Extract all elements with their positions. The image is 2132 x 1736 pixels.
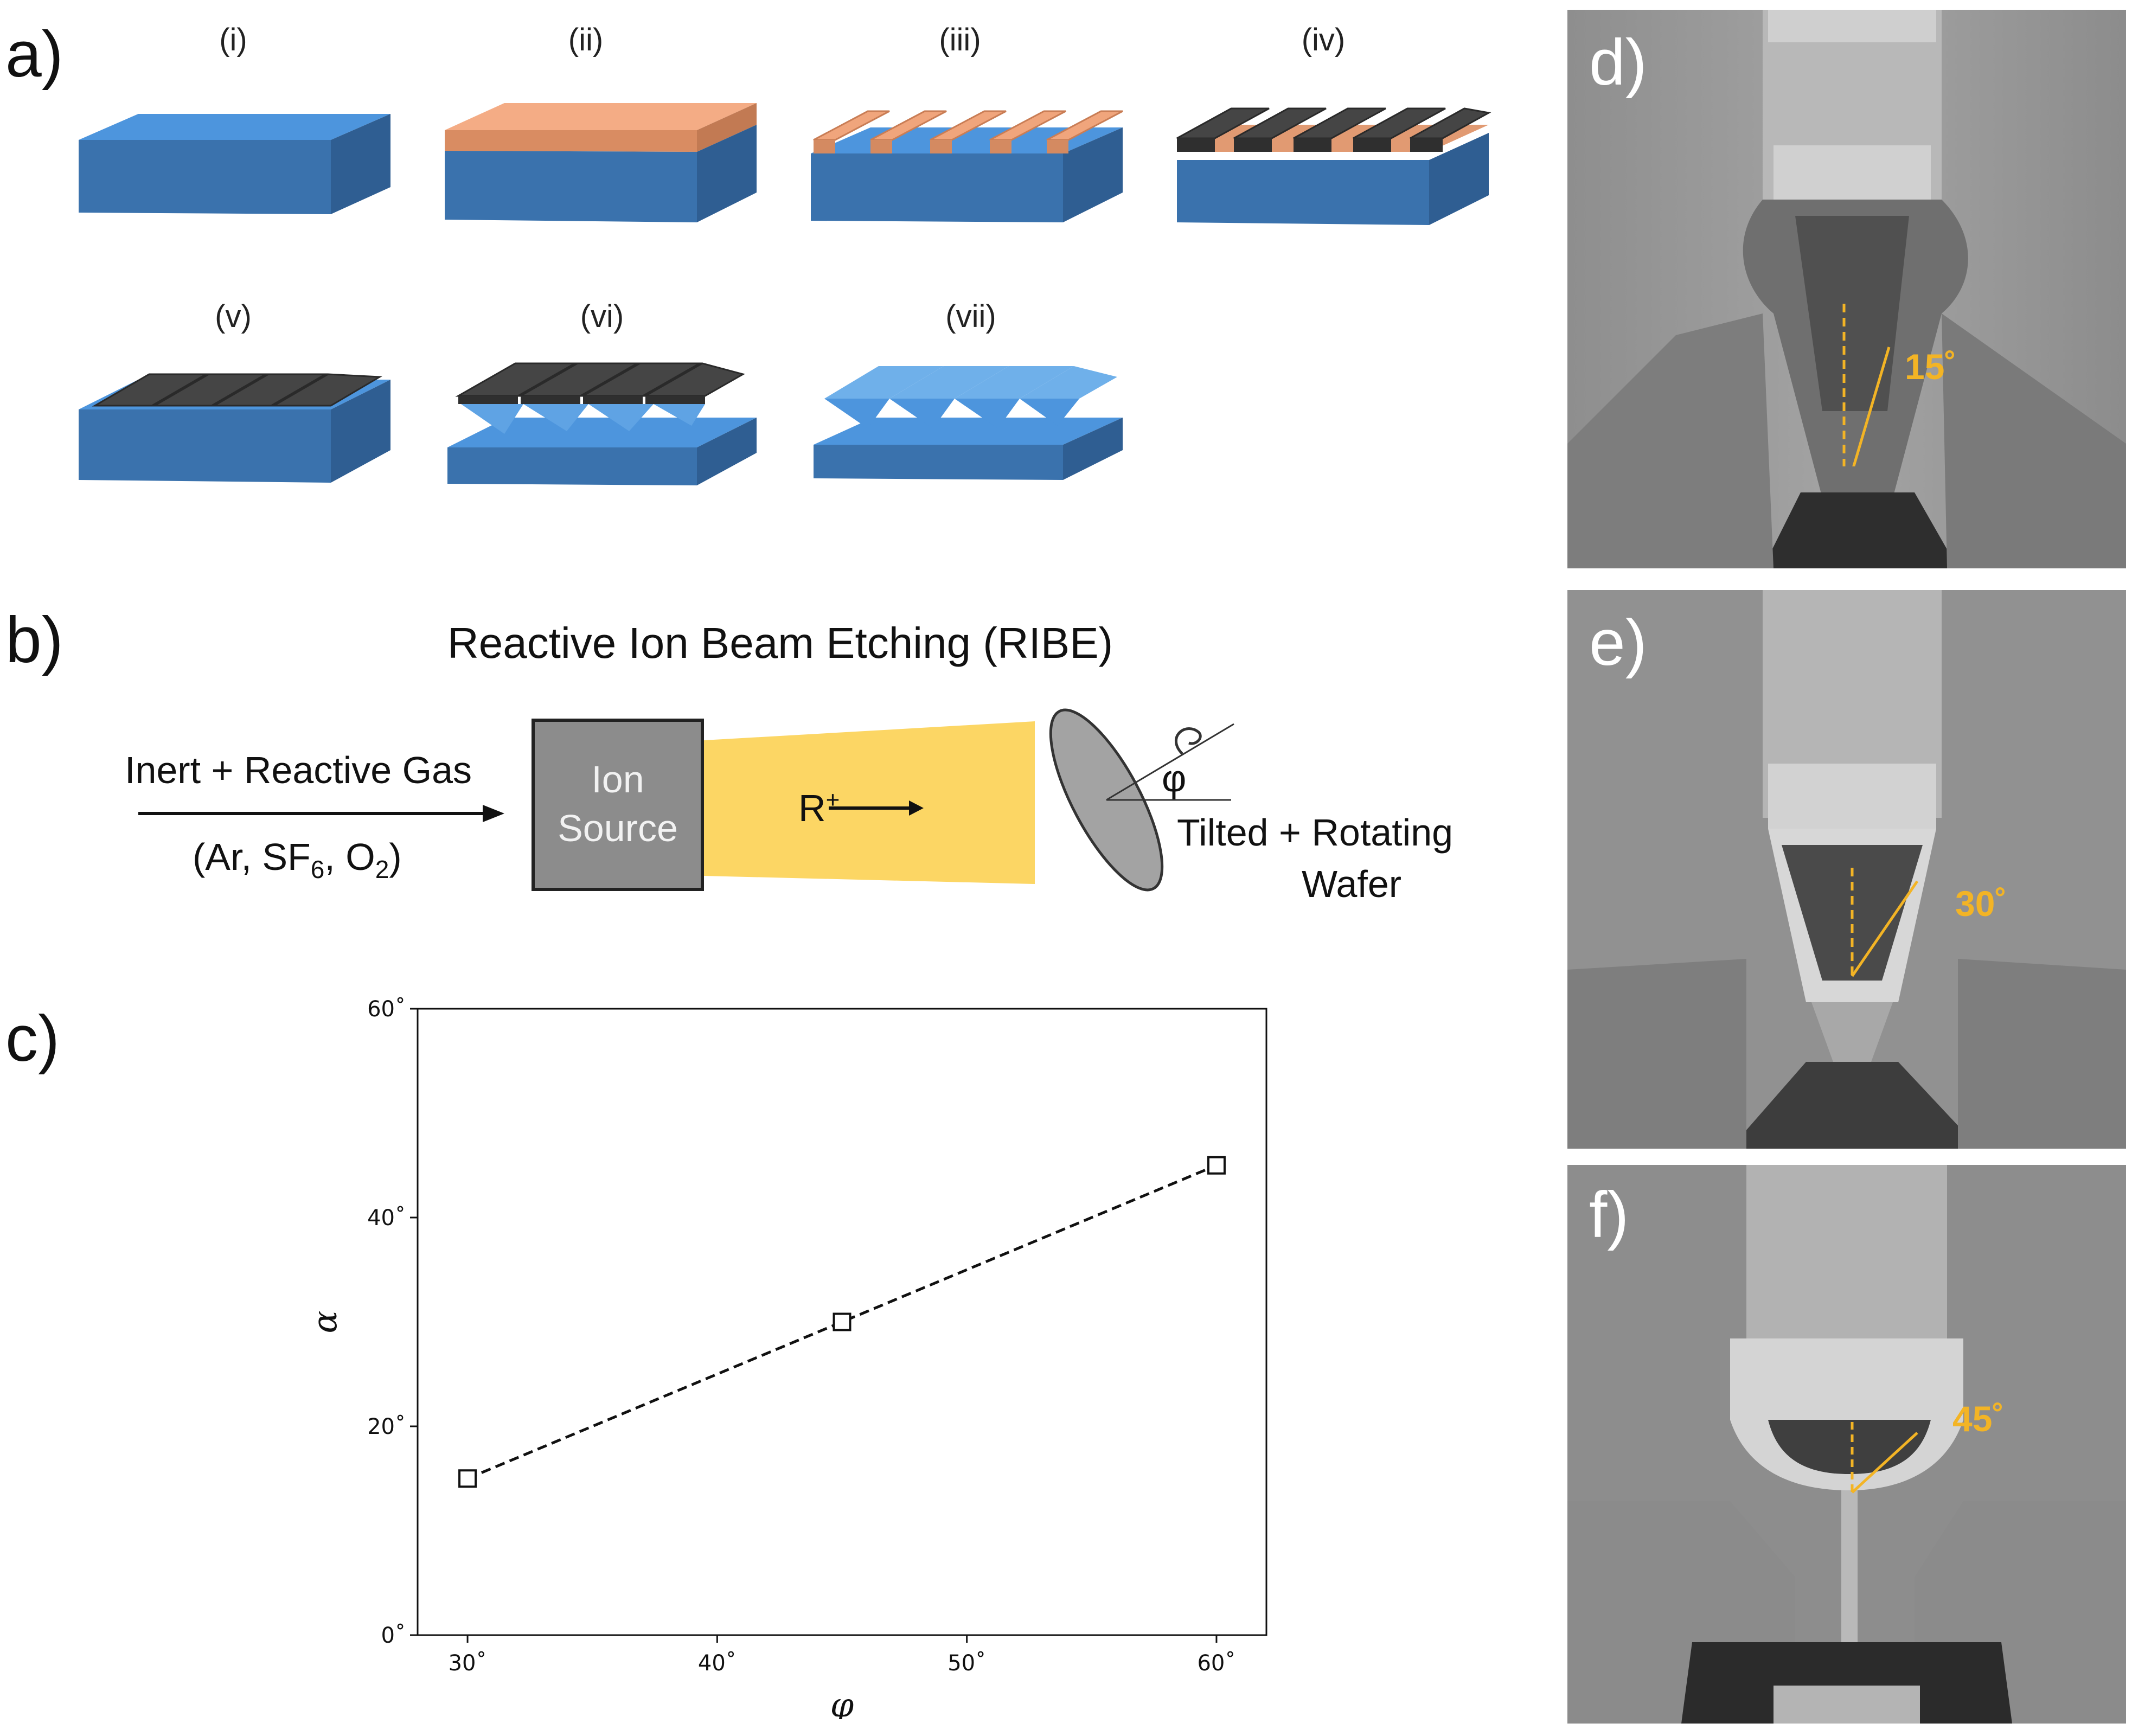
panel-a-label: a) (5, 18, 63, 91)
gas-flow-arrow (138, 805, 504, 822)
step-iii-patterned-resist (811, 110, 1123, 222)
step-ii-resist-coated (445, 103, 757, 222)
step-label-i: (i) (219, 22, 247, 57)
ion-source-label-2: Source (558, 807, 678, 849)
y-axis-label: α (305, 1311, 344, 1334)
series-dashed-line (467, 1164, 1217, 1480)
y-tick-label: 0˚ (381, 1623, 406, 1648)
step-i-substrate (79, 114, 390, 214)
sem-f-graphic (1567, 1165, 2126, 1724)
plot-frame (417, 1008, 1267, 1636)
ion-beam (704, 721, 1035, 884)
y-tick-label: 20˚ (367, 1414, 406, 1439)
ion-label: R+ (798, 786, 840, 830)
angle-label-e: 30˚ (1955, 883, 2007, 924)
x-tick-label: 30˚ (449, 1651, 487, 1676)
panel-b-label: b) (5, 604, 63, 676)
fabrication-steps-diagram (79, 103, 1491, 485)
gas-composition-part1: (Ar, SF (193, 836, 311, 878)
gas-subscript-2: 2 (375, 855, 389, 883)
step-iv-mask-deposited (1176, 107, 1491, 225)
ribe-title: Reactive Ion Beam Etching (RIBE) (447, 619, 1113, 667)
step-vii-released-structures (814, 366, 1123, 480)
tilted-wafer (1049, 708, 1234, 892)
panel-c-label: c) (5, 1002, 60, 1075)
x-tick-label: 40˚ (698, 1651, 737, 1676)
gas-composition-part2: , O (324, 836, 375, 878)
step-label-v: (v) (215, 299, 252, 334)
ion-charge: + (825, 786, 840, 813)
gas-label: Inert + Reactive Gas (125, 749, 472, 791)
x-axis-label: φ (830, 1685, 854, 1719)
data-point-square (458, 1469, 477, 1488)
gas-composition: (Ar, SF6, O2) (193, 835, 402, 884)
data-point-square (833, 1312, 851, 1331)
step-label-iv: (iv) (1301, 22, 1346, 57)
sem-d-graphic (1567, 10, 2126, 568)
panel-f-label: f) (1589, 1178, 1629, 1251)
gas-subscript-6: 6 (310, 855, 325, 883)
step-v-hard-mask (79, 373, 390, 483)
y-tick-label: 60˚ (367, 997, 406, 1022)
data-point-square (1207, 1156, 1226, 1175)
rotation-arrow-icon (1174, 727, 1202, 755)
angle-label-f: 45˚ (1952, 1399, 2005, 1439)
panel-d-label: d) (1589, 26, 1647, 99)
wafer-label-1: Tilted + Rotating (1177, 811, 1454, 854)
ion-source-box (532, 719, 704, 891)
angle-marker-f (1851, 1422, 1918, 1494)
tilt-angle-phi: φ (1162, 757, 1187, 799)
sem-image-d (1567, 10, 2126, 568)
gas-composition-part3: ) (389, 836, 402, 878)
ion-source-label-1: Ion (591, 758, 644, 800)
angle-label-d: 15˚ (1905, 347, 1957, 387)
panel-e-label: e) (1589, 606, 1647, 679)
step-label-vii: (vii) (945, 299, 996, 334)
ion-symbol: R (798, 787, 826, 829)
step-label-ii: (ii) (568, 22, 604, 57)
step-label-vi: (vi) (580, 299, 624, 334)
step-vi-angled-etch-with-mask (447, 362, 757, 485)
x-tick-label: 60˚ (1197, 1651, 1235, 1676)
angle-marker-d (1842, 304, 1891, 466)
alpha-vs-phi-chart: 30˚ 40˚ 50˚ 60˚ 0˚ 20˚ 40˚ 60˚ φ α (305, 997, 1267, 1719)
step-label-iii: (iii) (939, 22, 981, 57)
angle-marker-e (1851, 868, 1919, 977)
wafer-label-2: Wafer (1302, 863, 1402, 905)
y-tick-label: 40˚ (367, 1206, 406, 1231)
sem-image-f (1567, 1165, 2126, 1724)
x-tick-label: 50˚ (947, 1651, 986, 1676)
